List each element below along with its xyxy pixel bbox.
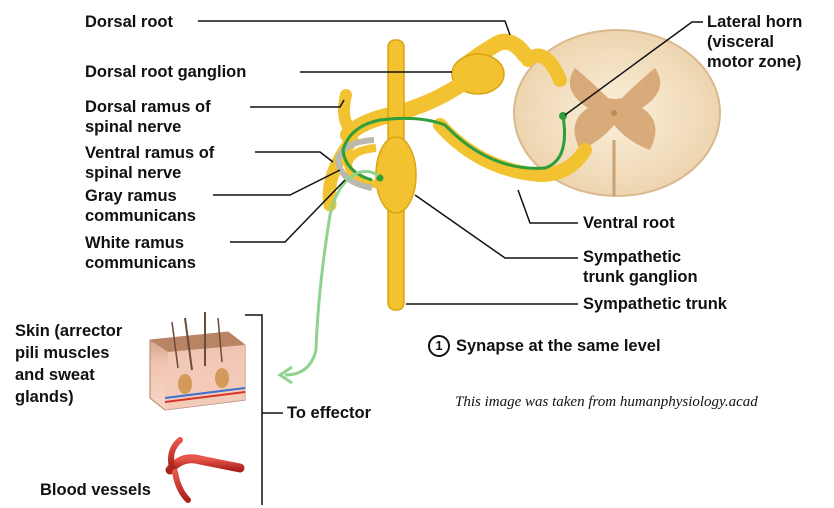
blood-vessel-icon bbox=[170, 440, 240, 500]
sympathetic-trunk bbox=[376, 40, 416, 310]
effector-bracket bbox=[245, 315, 262, 505]
synapse-label: Synapse at the same level bbox=[456, 336, 661, 356]
source-caption: This image was taken from humanphysiolog… bbox=[455, 394, 758, 411]
label-blood-vessels: Blood vessels bbox=[40, 480, 151, 500]
label-dorsal-root-ganglion: Dorsal root ganglion bbox=[85, 62, 246, 82]
skin-block-icon bbox=[150, 312, 245, 410]
label-to-effector: To effector bbox=[287, 403, 371, 423]
circled-number-icon: 1 bbox=[428, 335, 450, 357]
dorsal-ramus bbox=[344, 95, 352, 132]
label-dorsal-root: Dorsal root bbox=[85, 12, 173, 32]
synapse-note: 1 Synapse at the same level bbox=[428, 335, 661, 357]
label-ventral-root: Ventral root bbox=[583, 213, 675, 233]
label-sympathetic-trunk: Sympathetic trunk bbox=[583, 294, 727, 314]
